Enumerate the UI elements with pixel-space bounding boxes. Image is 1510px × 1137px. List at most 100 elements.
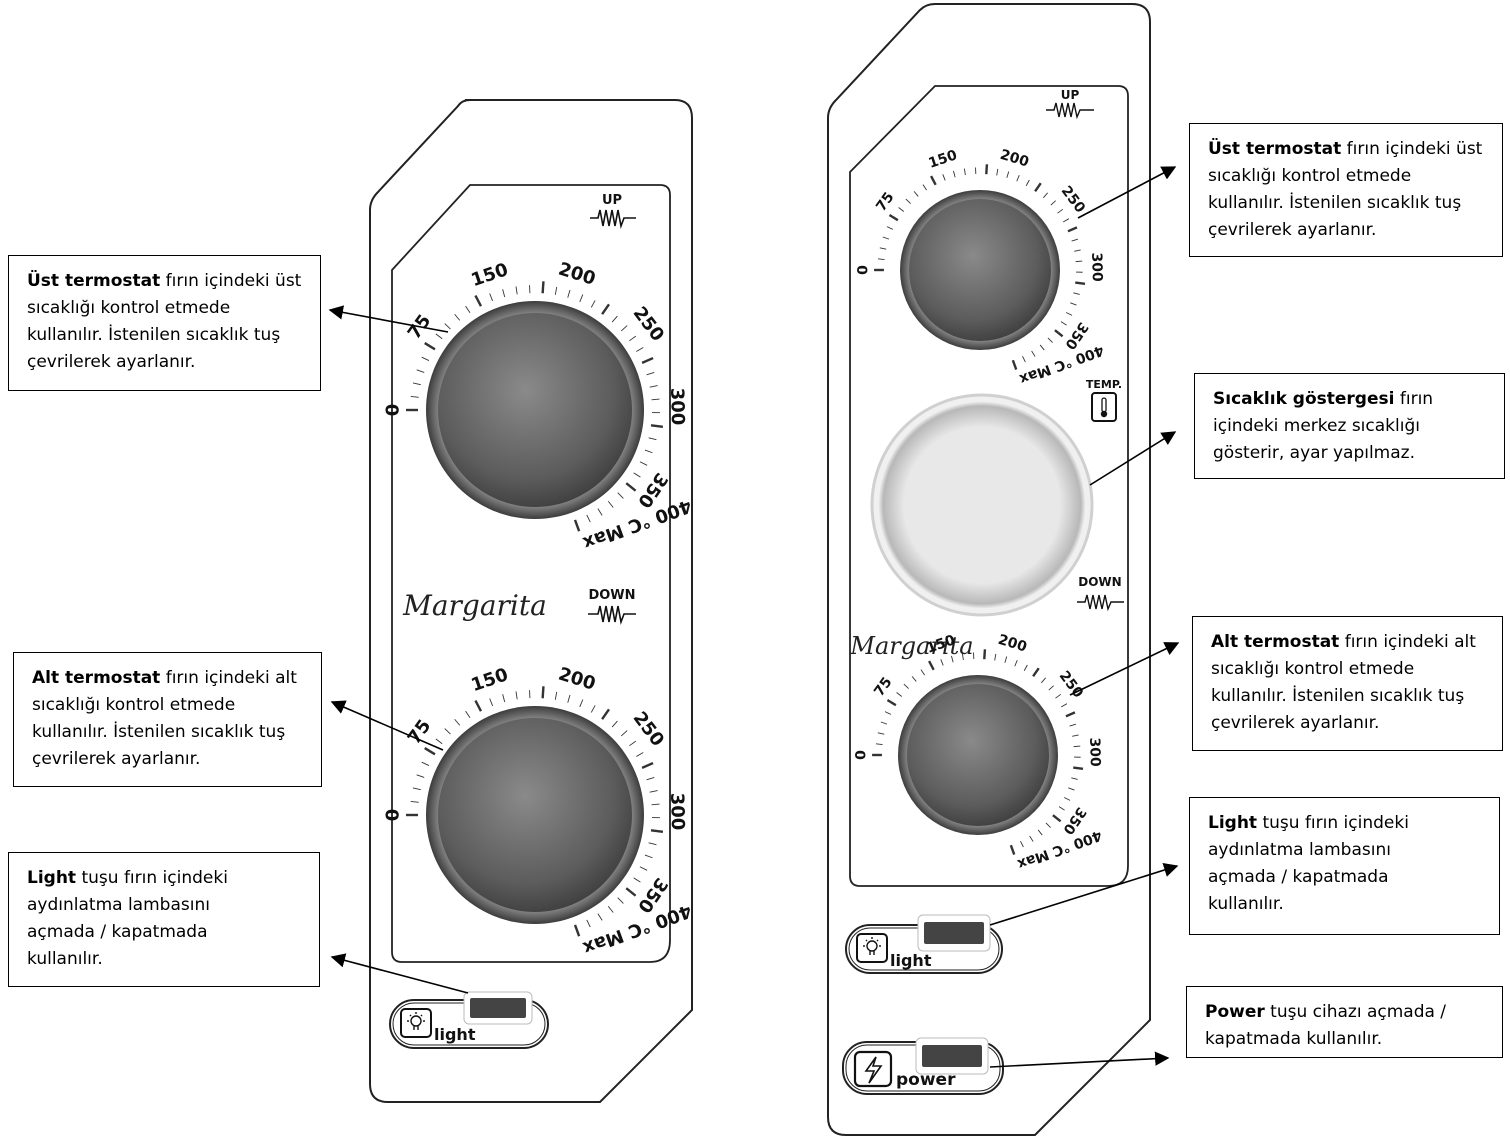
dial-major-tick bbox=[1009, 844, 1016, 855]
dial-minor-tick bbox=[617, 897, 624, 904]
dial-tick-label: 0 bbox=[382, 404, 403, 417]
dial-minor-tick bbox=[1063, 797, 1071, 801]
dial-minor-tick bbox=[586, 514, 591, 523]
arrow-right-power bbox=[989, 1051, 1170, 1068]
dial-tick-label: 0 bbox=[382, 809, 403, 822]
dial-minor-tick bbox=[1025, 179, 1030, 186]
dial-major-tick bbox=[1067, 226, 1078, 233]
dial-minor-tick bbox=[410, 395, 419, 398]
dial-minor-tick bbox=[648, 437, 657, 441]
arrow-left-upper bbox=[328, 305, 449, 333]
dial-minor-tick bbox=[410, 800, 419, 803]
dial-major-tick bbox=[1011, 359, 1018, 370]
dial-major-tick bbox=[650, 424, 664, 429]
dial-minor-tick bbox=[617, 492, 624, 499]
dial-major-tick bbox=[930, 175, 937, 186]
callout-right-light: Light tuşu fırın içindeki aydınlatma lam… bbox=[1189, 797, 1500, 935]
dial-minor-tick bbox=[1075, 260, 1083, 263]
dial-minor-tick bbox=[880, 721, 888, 725]
light-rocker[interactable] bbox=[924, 922, 984, 944]
bulb-icon bbox=[400, 1008, 432, 1038]
right-up-label: UP bbox=[1046, 88, 1094, 120]
right-light-switch[interactable]: light bbox=[845, 914, 1003, 974]
dial-minor-tick bbox=[597, 508, 603, 516]
dial-minor-tick bbox=[649, 790, 658, 793]
dial-minor-tick bbox=[435, 738, 443, 745]
dial-major-tick bbox=[641, 761, 654, 769]
dial-minor-tick bbox=[903, 683, 909, 689]
dial-minor-tick bbox=[1073, 745, 1081, 748]
dial-minor-tick bbox=[607, 500, 614, 508]
dial-minor-tick bbox=[1073, 292, 1080, 295]
dial-minor-tick bbox=[905, 198, 911, 204]
dial-major-tick bbox=[1054, 329, 1064, 338]
svg-text:light: light bbox=[890, 951, 932, 970]
callout-right-upper-thermostat: Üst termostat fırın içindeki üst sıcaklı… bbox=[1189, 123, 1503, 257]
light-rocker[interactable] bbox=[470, 998, 526, 1018]
svg-text:UP: UP bbox=[1061, 88, 1080, 102]
dial-minor-tick bbox=[1006, 171, 1010, 178]
arrow-left-light bbox=[330, 953, 469, 994]
dial-minor-tick bbox=[877, 732, 885, 735]
knob[interactable] bbox=[438, 718, 632, 912]
dial-major-tick bbox=[424, 342, 436, 351]
dial-minor-tick bbox=[884, 711, 892, 715]
dial-minor-tick bbox=[922, 184, 928, 191]
dial-minor-tick bbox=[875, 743, 883, 745]
dial-major-tick bbox=[1075, 281, 1086, 286]
dial-major-tick bbox=[650, 829, 664, 834]
dial-minor-tick bbox=[913, 191, 919, 197]
dial-major-tick bbox=[1073, 766, 1084, 771]
dial-major-tick bbox=[625, 887, 637, 897]
dial-minor-tick bbox=[639, 461, 648, 466]
arrow-right-light bbox=[989, 863, 1179, 926]
heating-coil-icon bbox=[590, 209, 636, 229]
dial-minor-tick bbox=[1070, 302, 1077, 306]
power-switch[interactable]: power bbox=[842, 1037, 1004, 1095]
dial-minor-tick bbox=[646, 776, 655, 781]
dial-minor-tick bbox=[1062, 218, 1070, 223]
knob[interactable] bbox=[907, 684, 1049, 826]
dial-minor-tick bbox=[1037, 829, 1043, 836]
dial-major-tick bbox=[928, 660, 935, 671]
dial-major-tick bbox=[474, 700, 483, 712]
dial-minor-tick bbox=[648, 842, 657, 846]
dial-minor-tick bbox=[502, 289, 506, 298]
dial-tick-label: 300 bbox=[1088, 252, 1105, 282]
svg-text:DOWN: DOWN bbox=[1078, 575, 1121, 589]
dial-minor-tick bbox=[586, 919, 591, 928]
dial-minor-tick bbox=[629, 335, 637, 342]
bulb-icon bbox=[856, 933, 888, 963]
dial-minor-tick bbox=[579, 294, 584, 303]
dial-major-tick bbox=[573, 924, 581, 937]
callout-left-light: Light tuşu fırın içindeki aydınlatma lam… bbox=[8, 852, 320, 987]
power-rocker[interactable] bbox=[922, 1045, 982, 1067]
dial-minor-tick bbox=[994, 653, 997, 661]
knob[interactable] bbox=[438, 313, 632, 507]
brand-logo: Margarita bbox=[402, 589, 547, 622]
knob[interactable] bbox=[909, 199, 1051, 341]
dial-minor-tick bbox=[644, 449, 653, 454]
temperature-gauge bbox=[870, 393, 1094, 617]
dial-major-tick bbox=[641, 356, 654, 364]
left-up-label: UP bbox=[590, 193, 636, 229]
dial-minor-tick bbox=[489, 293, 494, 302]
dial-minor-tick bbox=[1050, 200, 1056, 206]
dial-minor-tick bbox=[942, 174, 946, 181]
dial-minor-tick bbox=[953, 170, 956, 178]
dial-minor-tick bbox=[898, 207, 905, 212]
left-light-switch[interactable]: light bbox=[389, 991, 549, 1049]
dial-minor-tick bbox=[1065, 312, 1073, 316]
dial-minor-tick bbox=[444, 323, 451, 330]
dial-minor-tick bbox=[1074, 249, 1081, 252]
dial-major-tick bbox=[541, 281, 545, 294]
dial-minor-tick bbox=[644, 854, 653, 859]
callout-right-power: Power tuşu cihazı açmada / kapatmada kul… bbox=[1186, 986, 1503, 1058]
right-down-label: DOWN bbox=[1077, 575, 1124, 612]
dial-minor-tick bbox=[1058, 806, 1065, 811]
dial-minor-tick bbox=[636, 347, 644, 352]
dial-minor-tick bbox=[421, 356, 430, 361]
dial-minor-tick bbox=[920, 669, 926, 676]
dial-minor-tick bbox=[1041, 677, 1047, 684]
